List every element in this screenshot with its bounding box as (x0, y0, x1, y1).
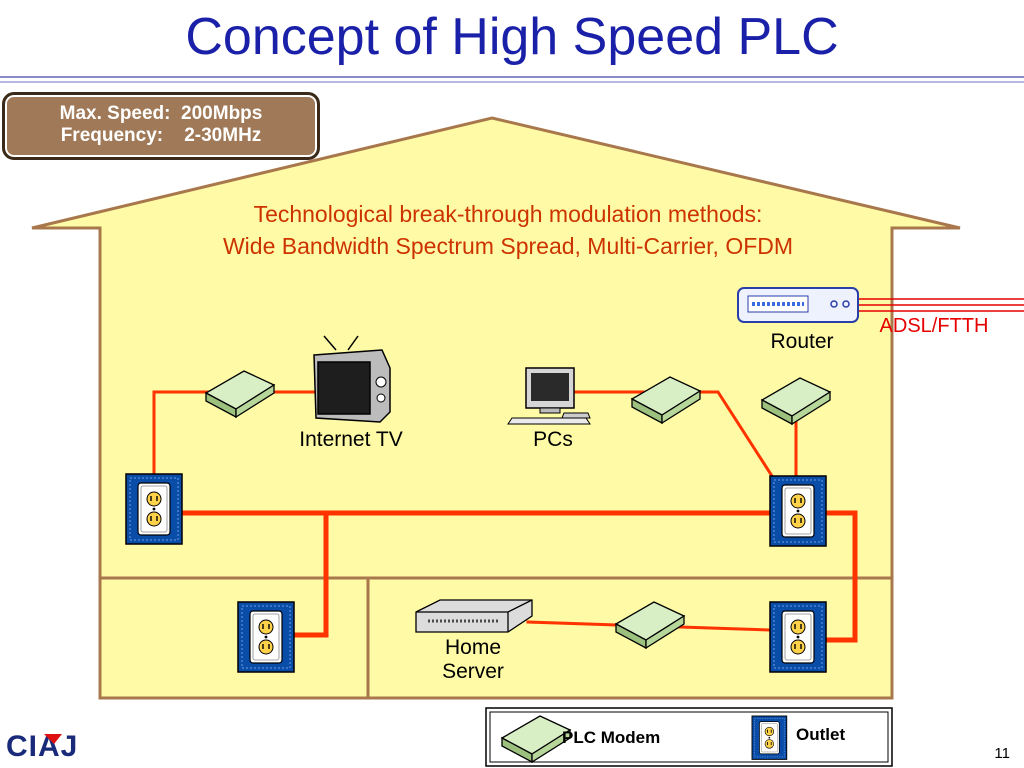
spec-max-speed: Max. Speed: 200Mbps (59, 103, 263, 124)
spec-frequency: Frequency: 2-30MHz (60, 125, 262, 146)
home-server-icon (415, 599, 533, 633)
router-icon (737, 287, 859, 323)
house-outline (31, 116, 961, 700)
tech-text-line2: Wide Bandwidth Spectrum Spread, Multi-Ca… (223, 233, 793, 259)
page-title: Concept of High Speed PLC (185, 8, 839, 66)
outlet-upper-right (769, 475, 827, 547)
pc-icon (507, 367, 591, 425)
spec-box: Max. Speed: 200Mbps Frequency: 2-30MHz (2, 92, 320, 160)
tv-icon (313, 335, 391, 423)
legend-modem-label: PLC Modem (562, 728, 660, 747)
adsl-line (858, 298, 1024, 312)
outlet-lower-left (237, 601, 295, 673)
adsl-label: ADSL/FTTH (880, 315, 989, 337)
ciaj-logo: CIAJ (6, 730, 78, 763)
title-divider-bottom (0, 81, 1024, 83)
router-label: Router (770, 330, 833, 353)
slide-number: 11 (994, 745, 1010, 762)
home-server-label-line1: Home (445, 636, 501, 659)
home-server-label-line2: Server (442, 660, 504, 683)
legend-outlet-label: Outlet (796, 725, 845, 744)
pcs-label: PCs (533, 428, 573, 451)
internet-tv-label: Internet TV (299, 428, 403, 451)
tech-text-line1: Technological break-through modulation m… (254, 201, 763, 227)
legend (485, 707, 893, 767)
title-divider-top (0, 76, 1024, 78)
logo-text: CIAJ (6, 730, 78, 763)
legend-outlet-icon (751, 715, 788, 760)
outlet-upper-left (125, 473, 183, 545)
outlet-lower-right (769, 601, 827, 673)
